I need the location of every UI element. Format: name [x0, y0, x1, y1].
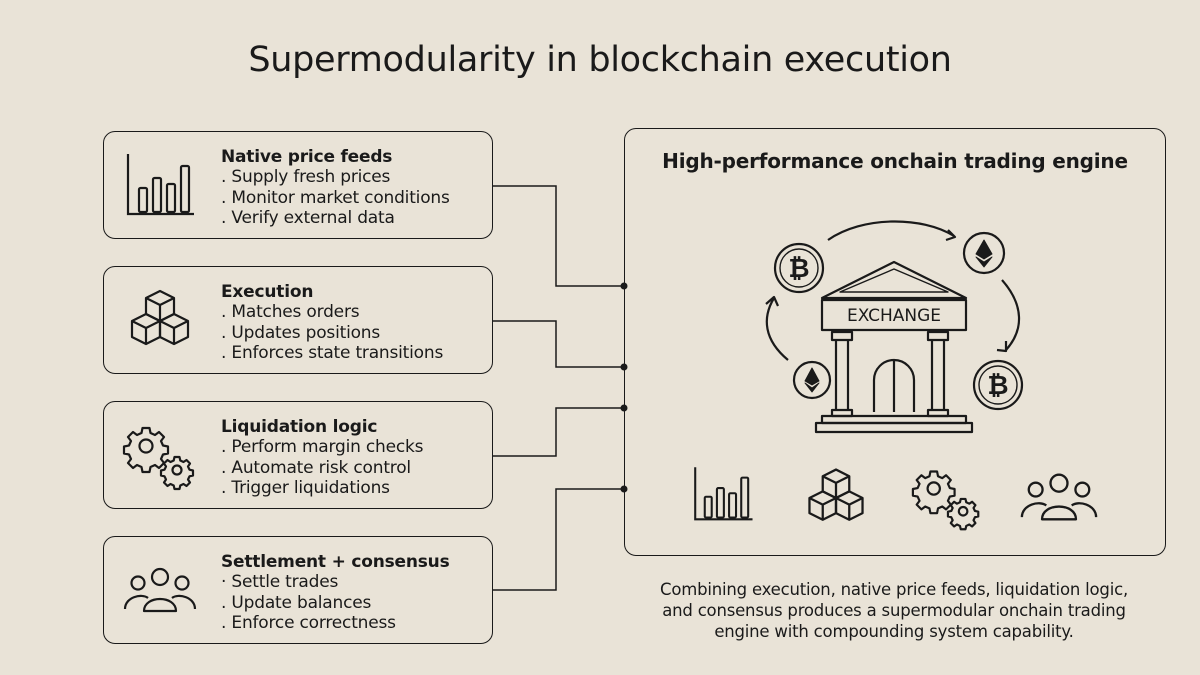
- card-line: . Matches orders: [221, 302, 360, 322]
- caption-line: engine with compounding system capabilit…: [714, 622, 1074, 641]
- bar-chart-icon: [694, 467, 753, 521]
- caption-line: and consensus produces a supermodular on…: [662, 601, 1126, 620]
- users-icon: [123, 567, 197, 613]
- card-line: . Monitor market conditions: [221, 187, 450, 208]
- gears-icon: [122, 426, 195, 491]
- ethereum-coin-icon: [962, 231, 1006, 275]
- bar-chart-icon: [126, 154, 194, 216]
- svg-text:₿: ₿: [788, 254, 809, 284]
- cubes-icon: [808, 468, 864, 521]
- card-heading: Liquidation logic: [221, 417, 378, 437]
- cycle-arrow: [827, 220, 955, 241]
- bitcoin-coin-icon: ₿: [972, 359, 1024, 411]
- card-line: . Updates positions: [221, 322, 381, 343]
- caption-line: Combining execution, native price feeds,…: [660, 580, 1128, 599]
- trading-engine-panel: High-performance onchain trading engine: [624, 128, 1166, 556]
- cubes-icon: [130, 289, 190, 346]
- connector-execution: [493, 320, 624, 368]
- card-line: . Enforces state transitions: [221, 343, 444, 363]
- gears-icon: [911, 470, 980, 531]
- bitcoin-coin-icon: ₿: [773, 242, 825, 294]
- page-title: Supermodularity in blockchain execution: [248, 40, 952, 80]
- card-line: . Trigger liquidations: [221, 478, 390, 498]
- card-liquidation-logic: Liquidation logic . Perform margin check…: [103, 401, 493, 509]
- card-settlement-consensus: Settlement + consensus · Settle trades .…: [103, 536, 493, 644]
- card-execution: Execution . Matches orders . Updates pos…: [103, 266, 493, 374]
- card-heading: Native price feeds: [221, 147, 393, 167]
- svg-text:₿: ₿: [987, 371, 1008, 401]
- card-line: . Update balances: [221, 592, 372, 613]
- ethereum-coin-icon: [792, 360, 832, 400]
- card-line: · Settle trades: [221, 572, 339, 592]
- users-icon: [1020, 473, 1098, 521]
- caption: Combining execution, native price feeds,…: [618, 579, 1170, 642]
- exchange-illustration: ₿ ₿ EXCHANGE: [765, 220, 1024, 434]
- connector-settlement: [493, 488, 624, 591]
- cycle-arrow: [1001, 279, 1021, 351]
- exchange-label: EXCHANGE: [847, 306, 941, 326]
- card-line: . Perform margin checks: [221, 437, 424, 457]
- connector-price-feeds: [493, 185, 624, 287]
- card-heading: Execution: [221, 282, 314, 302]
- cycle-arrow: [765, 297, 789, 361]
- card-line: . Supply fresh prices: [221, 167, 391, 187]
- exchange-building-icon: [814, 260, 974, 434]
- engine-title: High-performance onchain trading engine: [662, 149, 1128, 173]
- card-line: . Enforce correctness: [221, 613, 396, 633]
- card-line: . Automate risk control: [221, 457, 411, 478]
- card-heading: Settlement + consensus: [221, 552, 450, 572]
- card-native-price-feeds: Native price feeds . Supply fresh prices…: [103, 131, 493, 239]
- card-line: . Verify external data: [221, 208, 395, 228]
- connector-liquidation: [493, 407, 624, 457]
